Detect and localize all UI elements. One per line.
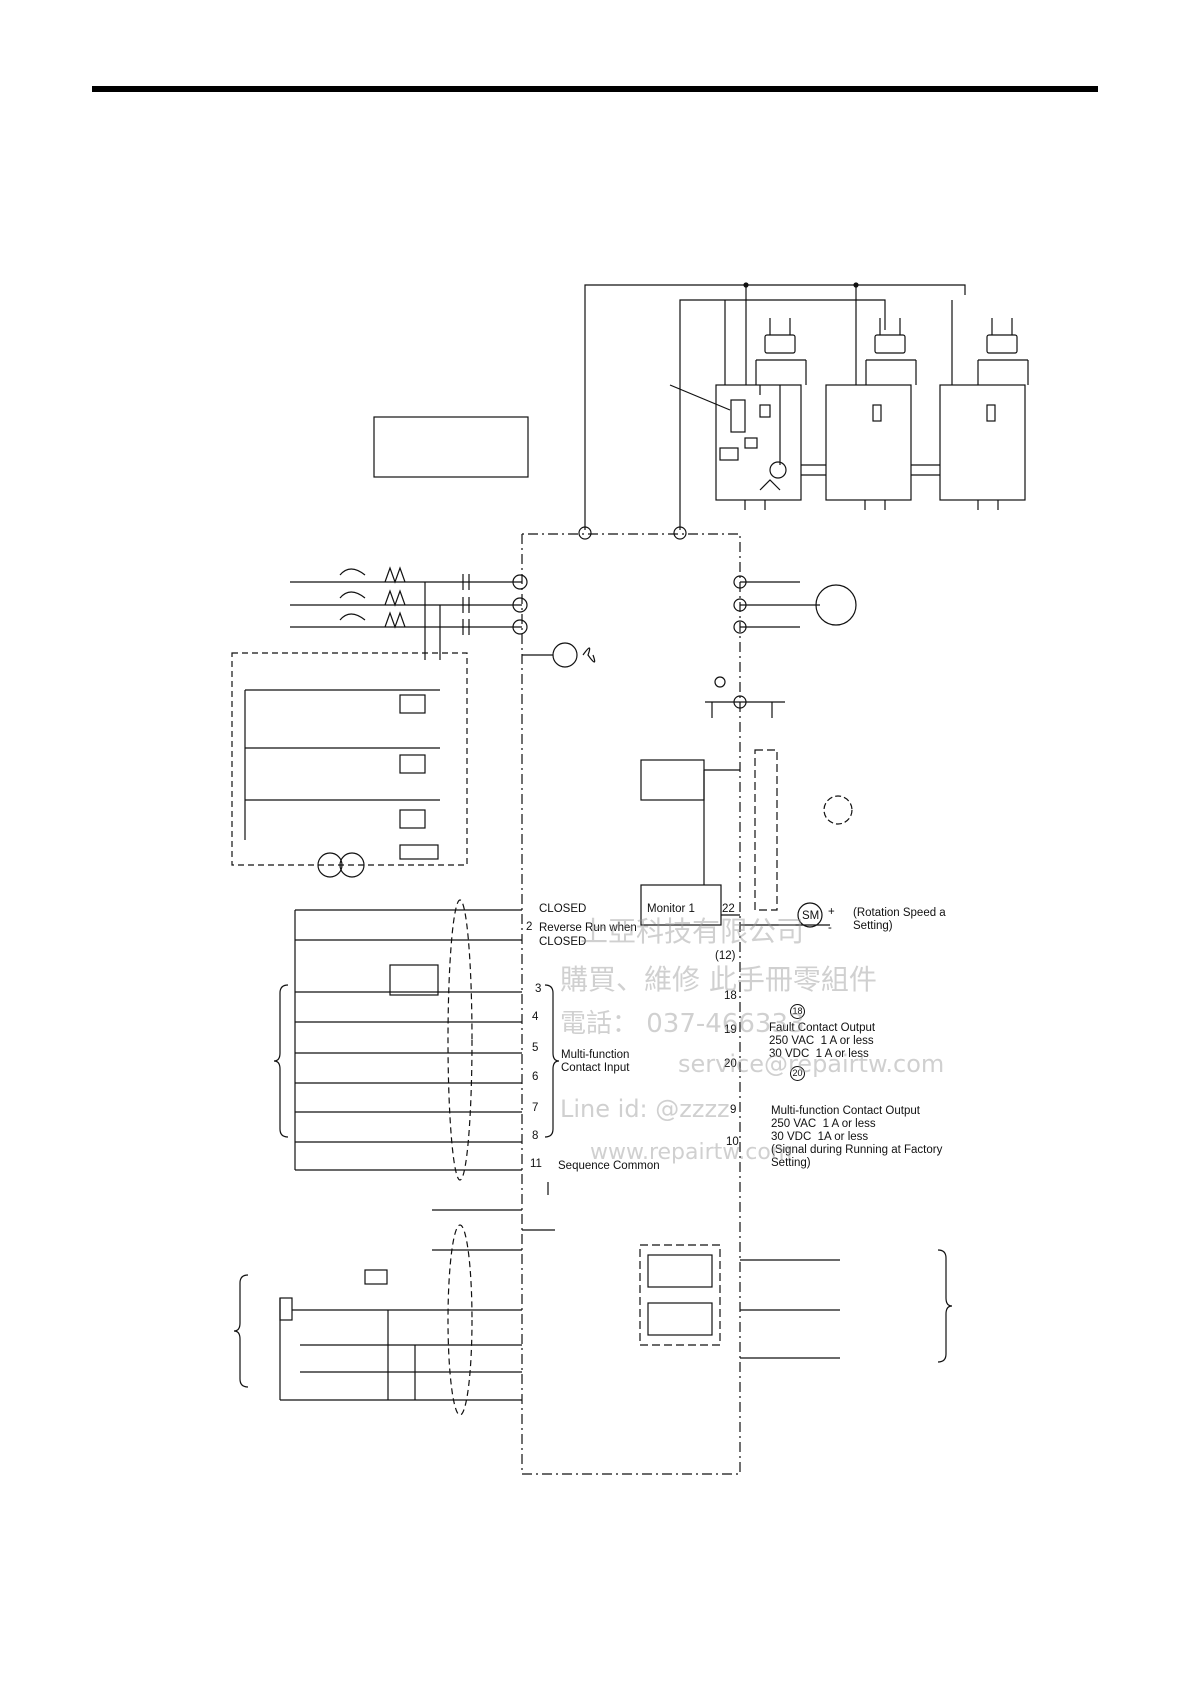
terminal-9: 9 <box>730 1104 737 1116</box>
monitor-label: Monitor 1 <box>647 903 695 915</box>
terminal-bus-2 <box>673 526 687 540</box>
motor <box>733 575 857 634</box>
control-circuit-box <box>231 652 468 878</box>
photocoupler-outputs <box>639 1244 953 1363</box>
watermark-email: service@repairtw.com <box>678 1050 945 1078</box>
terminal-3: 3 <box>535 983 542 995</box>
inverter-outline <box>521 533 741 1475</box>
terminal-bus-1 <box>578 526 592 540</box>
closed-label-1: CLOSED <box>539 903 587 915</box>
top-rule <box>92 86 1098 92</box>
terminal-19: 19 <box>724 1024 737 1036</box>
terminal-5: 5 <box>532 1042 539 1054</box>
watermark-service: 購買、維修 此手冊零組件 <box>560 963 877 996</box>
terminal-6: 6 <box>532 1071 539 1083</box>
shield-common <box>432 1182 555 1251</box>
ground-section <box>705 676 785 718</box>
watermark-phone: 電話： 037-466333 <box>560 1009 805 1039</box>
braking-unit-1 <box>669 318 807 510</box>
monitor-section <box>640 749 853 928</box>
top-bus-wiring <box>584 282 966 530</box>
terminal-11: 11 <box>530 1158 542 1170</box>
terminal-7: 7 <box>532 1102 539 1114</box>
braking-unit-3 <box>911 318 1029 510</box>
terminal-20: 20 <box>724 1058 737 1070</box>
contact-input-rows <box>273 899 560 1181</box>
terminal-2: 2 <box>526 921 533 933</box>
terminal-12: (12) <box>715 950 736 962</box>
terminal-10: 10 <box>726 1136 739 1148</box>
watermark-line-id: Line id: @zzzz <box>560 1095 730 1123</box>
terminal-8: 8 <box>532 1130 539 1142</box>
circled-20: 20 <box>790 1066 805 1081</box>
main-power-input <box>290 566 596 668</box>
multi-function-input-label: Multi-function Contact Input <box>561 1049 630 1074</box>
watermark-website: www.repairtw.com <box>590 1140 793 1165</box>
braking-unit-2 <box>801 318 917 510</box>
sm-label: SM <box>802 910 820 922</box>
rotation-speed-label: (Rotation Speed a Setting) <box>853 907 946 932</box>
terminal-22: 22 <box>722 903 735 915</box>
plus-sign: + <box>828 906 835 918</box>
minus-sign: - <box>828 922 832 934</box>
sequence-common-label: Sequence Common <box>558 1160 660 1172</box>
multi-function-output-label: Multi-function Contact Output 250 VAC 1 … <box>771 1105 943 1169</box>
terminal-4: 4 <box>532 1011 539 1023</box>
analog-input-section <box>233 1224 522 1416</box>
blank-label-box <box>373 416 529 478</box>
closed-label-2: CLOSED <box>539 936 587 948</box>
reverse-run-label: Reverse Run when <box>539 922 637 934</box>
watermark-company: 上亞科技有限公司 <box>580 915 805 948</box>
circled-18: 18 <box>790 1004 805 1019</box>
terminal-18: 18 <box>724 990 737 1002</box>
fault-output-label: Fault Contact Output 250 VAC 1 A or less… <box>769 1022 876 1060</box>
